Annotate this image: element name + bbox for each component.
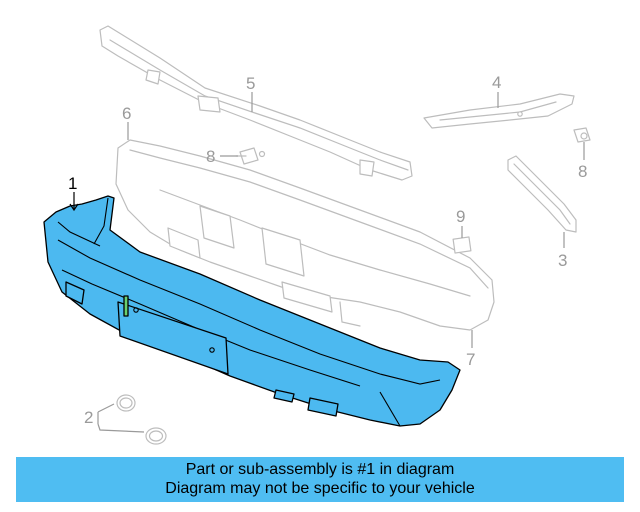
banner-line-1: Part or sub-assembly is #1 in diagram: [185, 461, 455, 478]
part-6-impact-bar: [115, 139, 495, 331]
part-8-clip-left: [235, 147, 266, 165]
callout-4: 4: [492, 73, 501, 92]
callout-6: 6: [122, 104, 131, 123]
callout-9: 9: [456, 207, 465, 226]
callout-2: 2: [84, 408, 93, 427]
callout-7: 7: [466, 350, 475, 369]
part-9-label: [452, 236, 472, 254]
callout-8-left: 8: [206, 147, 215, 166]
part-2-plugs: [116, 394, 167, 445]
exploded-parts-diagram: 1 2 3 4 5 6 7 8 8 9: [43, 25, 591, 445]
leader-2: [97, 403, 145, 433]
callout-3: 3: [558, 251, 567, 270]
part-8-clip-right: [573, 127, 591, 143]
callout-1: 1: [68, 174, 77, 193]
part-4-bracket: [423, 93, 575, 129]
banner-line-2: Diagram may not be specific to your vehi…: [165, 480, 475, 497]
callout-8-right: 8: [578, 162, 587, 181]
info-banner: Part or sub-assembly is #1 in diagram Di…: [16, 457, 624, 502]
part-1-bumper-cover: [43, 195, 461, 427]
part-3-side-bracket: [507, 155, 577, 233]
part-5-reinforcement-bar: [99, 25, 413, 181]
callout-5: 5: [246, 74, 255, 93]
